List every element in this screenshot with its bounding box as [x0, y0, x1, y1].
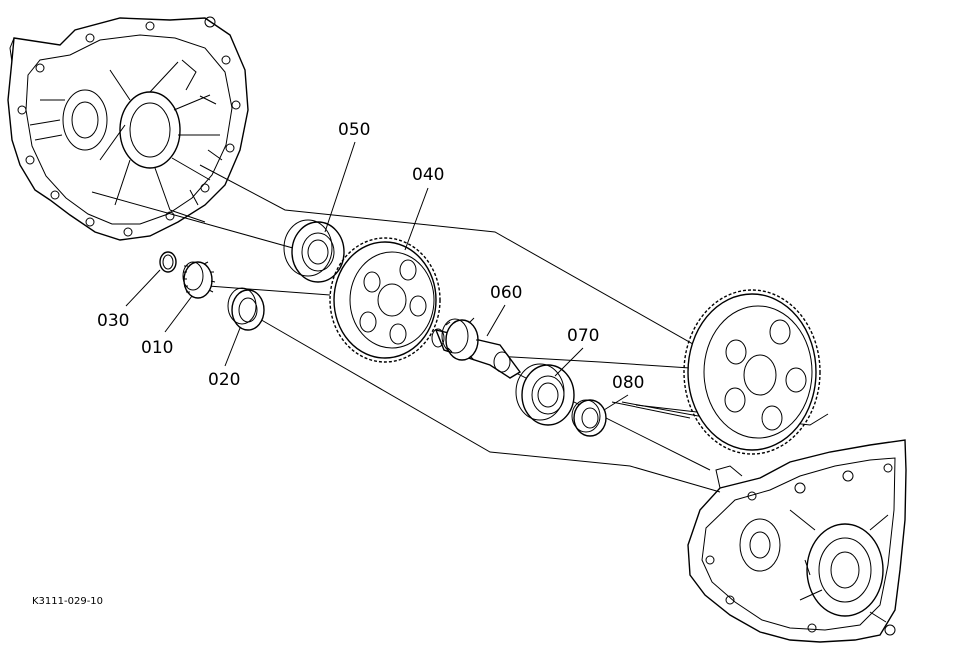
bearing-070 [515, 363, 575, 426]
label-070: 070 [567, 326, 599, 346]
snap-ring-030 [159, 251, 177, 273]
leader-lines [125, 141, 629, 411]
right-housing [687, 439, 907, 643]
label-010: 010 [141, 338, 173, 358]
label-050: 050 [338, 120, 370, 140]
bearing-020 [227, 287, 265, 331]
part-labels: 050 040 060 070 080 030 010 020 [97, 120, 644, 393]
bearing-050 [283, 219, 345, 283]
figure-reference: K3111-029-10 [32, 596, 103, 607]
label-030: 030 [97, 311, 129, 331]
seal-080 [571, 399, 607, 437]
label-060: 060 [490, 283, 522, 303]
label-040: 040 [412, 165, 444, 185]
large-gear-040 [329, 237, 441, 363]
label-020: 020 [208, 370, 240, 390]
small-gear-010 [182, 261, 216, 299]
shaft-060 [431, 317, 522, 379]
left-housing [7, 16, 249, 241]
mating-gear [683, 289, 821, 455]
label-080: 080 [612, 373, 644, 393]
